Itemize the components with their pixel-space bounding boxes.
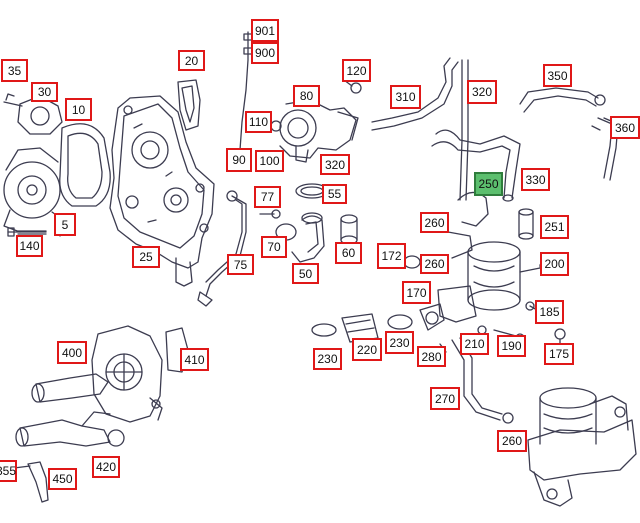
callout-320-mid[interactable]: 320: [320, 154, 350, 175]
callout-420[interactable]: 420: [92, 456, 120, 478]
valve-housing-drawing: [419, 191, 549, 331]
callout-355[interactable]: 355: [0, 460, 17, 482]
callout-360[interactable]: 360: [610, 116, 640, 139]
callout-77[interactable]: 77: [254, 186, 281, 208]
callout-270[interactable]: 270: [430, 387, 460, 410]
callout-190[interactable]: 190: [497, 335, 526, 357]
clip-drawing-450: [27, 461, 49, 503]
screw-drawing-77: [259, 209, 281, 219]
thermostat-housing-drawing: [270, 99, 359, 163]
callout-5[interactable]: 5: [54, 213, 76, 236]
callout-350[interactable]: 350: [543, 64, 572, 87]
callout-310[interactable]: 310: [390, 85, 421, 109]
callout-330[interactable]: 330: [521, 168, 550, 191]
callout-10[interactable]: 10: [65, 98, 92, 121]
callout-25[interactable]: 25: [132, 246, 160, 268]
callout-280[interactable]: 280: [417, 346, 446, 367]
callout-30[interactable]: 30: [31, 82, 58, 102]
pipe-drawing-251: [518, 208, 534, 240]
callout-20[interactable]: 20: [178, 50, 205, 71]
callout-100[interactable]: 100: [255, 150, 284, 172]
callout-55[interactable]: 55: [322, 184, 347, 204]
callout-410[interactable]: 410: [180, 348, 209, 371]
callout-80[interactable]: 80: [293, 85, 320, 107]
callout-140[interactable]: 140: [16, 235, 43, 257]
coolant-pump-drawing: [91, 325, 163, 423]
callout-230-b[interactable]: 230: [385, 331, 414, 354]
callout-901[interactable]: 901: [251, 19, 279, 42]
water-pump-front-drawing: [3, 93, 67, 237]
oil-filter-housing-drawing: [527, 387, 637, 507]
clamp-drawing-172: [403, 255, 421, 269]
callout-260-a[interactable]: 260: [420, 212, 449, 233]
callout-172[interactable]: 172: [377, 243, 406, 269]
callout-70[interactable]: 70: [261, 236, 287, 258]
callout-90[interactable]: 90: [226, 148, 252, 172]
callout-260-b[interactable]: 260: [420, 254, 449, 274]
callout-220[interactable]: 220: [352, 338, 382, 361]
callout-185[interactable]: 185: [535, 300, 564, 324]
callout-210[interactable]: 210: [460, 333, 489, 355]
callout-260-c[interactable]: 260: [497, 430, 527, 452]
callout-75[interactable]: 75: [227, 254, 254, 275]
callout-250-selected[interactable]: 250: [474, 172, 503, 196]
pipe-elbow-drawing-50: [291, 212, 325, 263]
hose-drawing-330: [431, 129, 521, 202]
mounting-bolt-drawing: [7, 227, 47, 237]
coolant-pipes-drawing: [15, 373, 125, 447]
callout-900[interactable]: 900: [251, 42, 279, 64]
hose-drawing-350: [519, 87, 606, 113]
callout-251[interactable]: 251: [540, 215, 569, 239]
pump-gasket-drawing: [59, 123, 111, 207]
pipe-connector-drawing-60: [340, 214, 358, 245]
callout-450[interactable]: 450: [48, 468, 77, 490]
callout-400[interactable]: 400: [57, 341, 87, 364]
hose-drawing-310: [371, 57, 459, 131]
callout-170[interactable]: 170: [402, 281, 431, 304]
sensor-lead-drawing: [235, 31, 253, 159]
callout-175[interactable]: 175: [544, 343, 574, 365]
callout-50[interactable]: 50: [292, 263, 319, 284]
bleed-pipe-drawing-75: [197, 190, 247, 307]
callout-230-a[interactable]: 230: [313, 348, 342, 370]
engine-front-cover-drawing: [109, 95, 215, 287]
callout-110[interactable]: 110: [245, 111, 272, 133]
small-gasket-drawing: [177, 79, 201, 131]
callout-60[interactable]: 60: [335, 242, 362, 264]
callout-320-top[interactable]: 320: [467, 80, 497, 104]
callout-200[interactable]: 200: [540, 252, 569, 276]
callout-120[interactable]: 120: [342, 59, 371, 82]
callout-35[interactable]: 35: [1, 59, 28, 82]
